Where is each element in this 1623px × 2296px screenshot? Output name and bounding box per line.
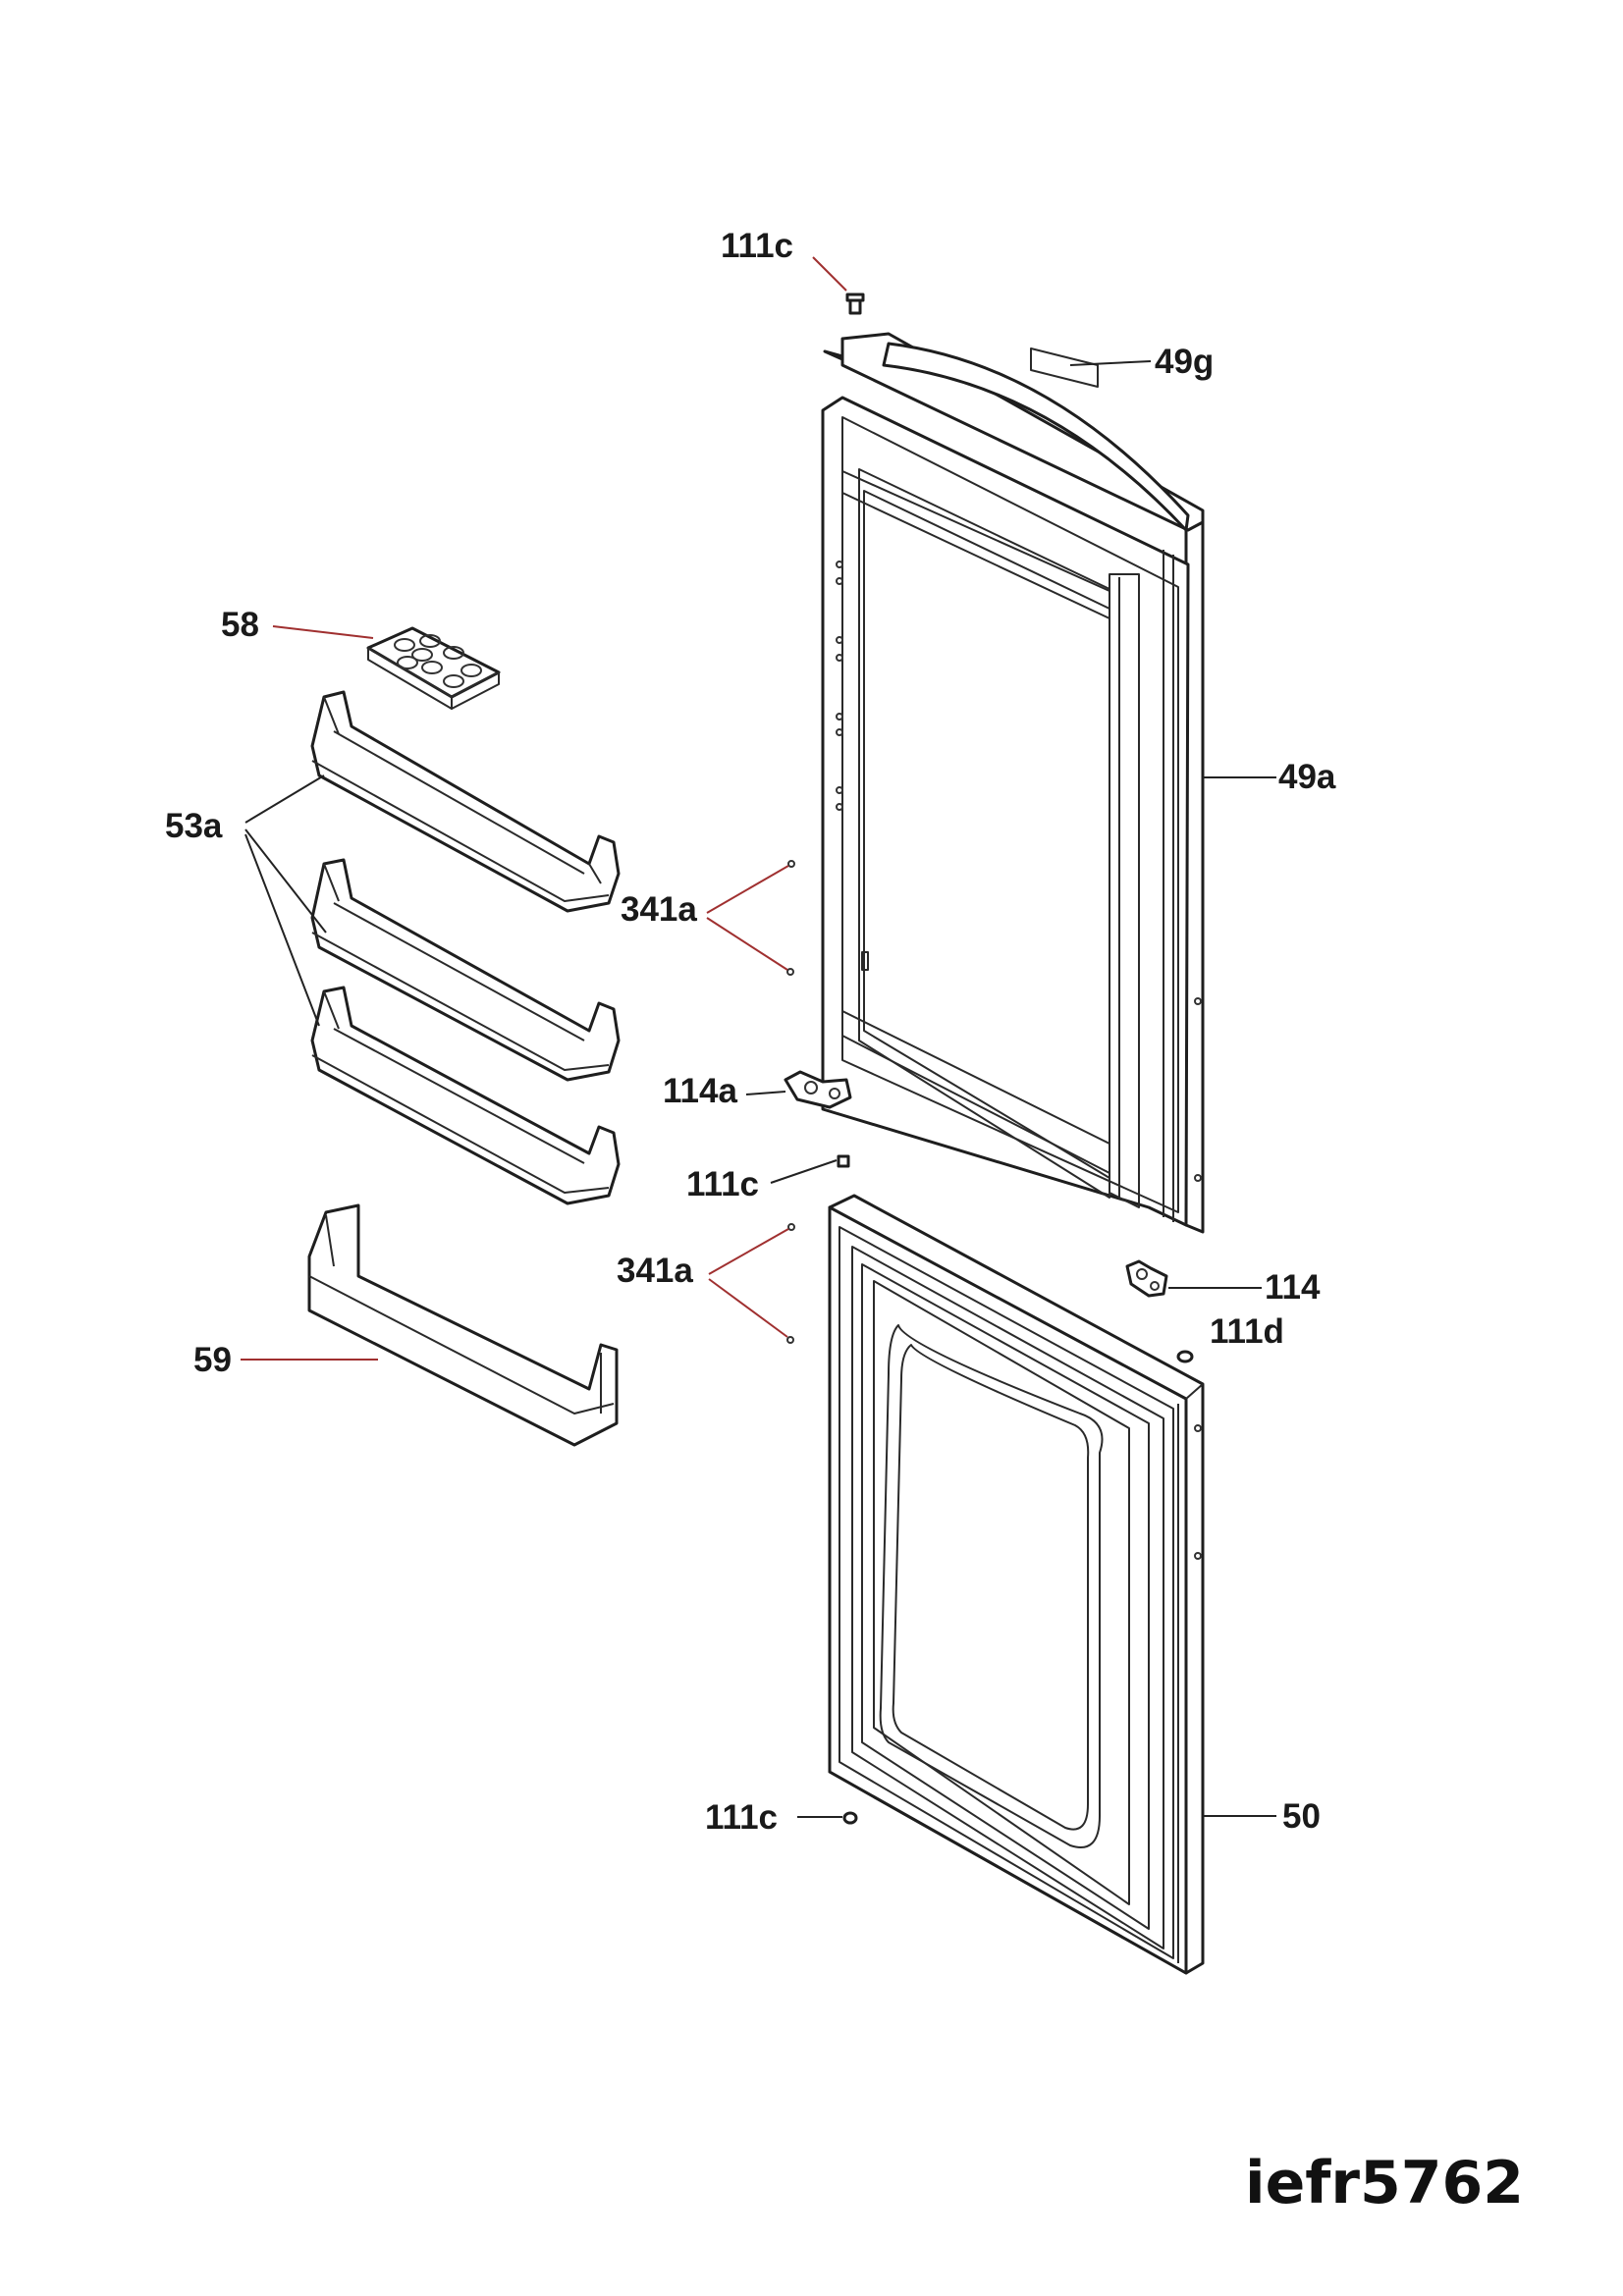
lower-screw-top <box>787 1223 795 1231</box>
label-114a: 114a <box>663 1072 737 1110</box>
label-59: 59 <box>193 1341 232 1379</box>
part-labels: 111c 49g 49a 58 53a 341a 114a 111c 341a … <box>165 227 1336 1837</box>
label-58: 58 <box>221 606 259 644</box>
hinge-bush-bottom <box>842 1811 858 1825</box>
label-50: 50 <box>1282 1797 1321 1836</box>
lower-screw-bottom <box>786 1336 794 1344</box>
label-111d: 111d <box>1210 1312 1284 1351</box>
shelf-hole-markers <box>836 561 843 811</box>
hinge-bush-mid <box>837 1154 850 1168</box>
door-balcony-1 <box>310 690 621 913</box>
egg-tray <box>366 626 501 710</box>
label-111c-top: 111c <box>721 227 793 265</box>
hinge-bush-111d <box>1176 1350 1194 1363</box>
model-code: iefr5762 <box>1245 2149 1524 2217</box>
upper-fridge-door <box>821 332 1205 1234</box>
lower-freezer-door <box>828 1194 1205 1975</box>
label-114: 114 <box>1265 1268 1321 1307</box>
upper-screw-top <box>787 860 795 868</box>
bottle-balcony <box>307 1203 619 1447</box>
label-341a-lower: 341a <box>617 1252 693 1290</box>
label-341a-upper: 341a <box>621 890 697 929</box>
label-49g: 49g <box>1155 343 1214 381</box>
label-49a: 49a <box>1278 758 1336 796</box>
middle-hinge-114a <box>784 1070 852 1109</box>
door-balcony-3 <box>310 986 621 1205</box>
nameplate-49g <box>1030 347 1099 388</box>
door-balcony-2 <box>310 858 621 1082</box>
label-111c-bottom: 111c <box>705 1798 778 1837</box>
bottom-hinge-114 <box>1125 1259 1168 1298</box>
label-111c-mid: 111c <box>686 1165 759 1203</box>
hinge-pin-top <box>845 293 865 315</box>
leader-lines <box>241 256 1276 1818</box>
label-53a: 53a <box>165 807 223 845</box>
upper-screw-bottom <box>786 968 794 976</box>
